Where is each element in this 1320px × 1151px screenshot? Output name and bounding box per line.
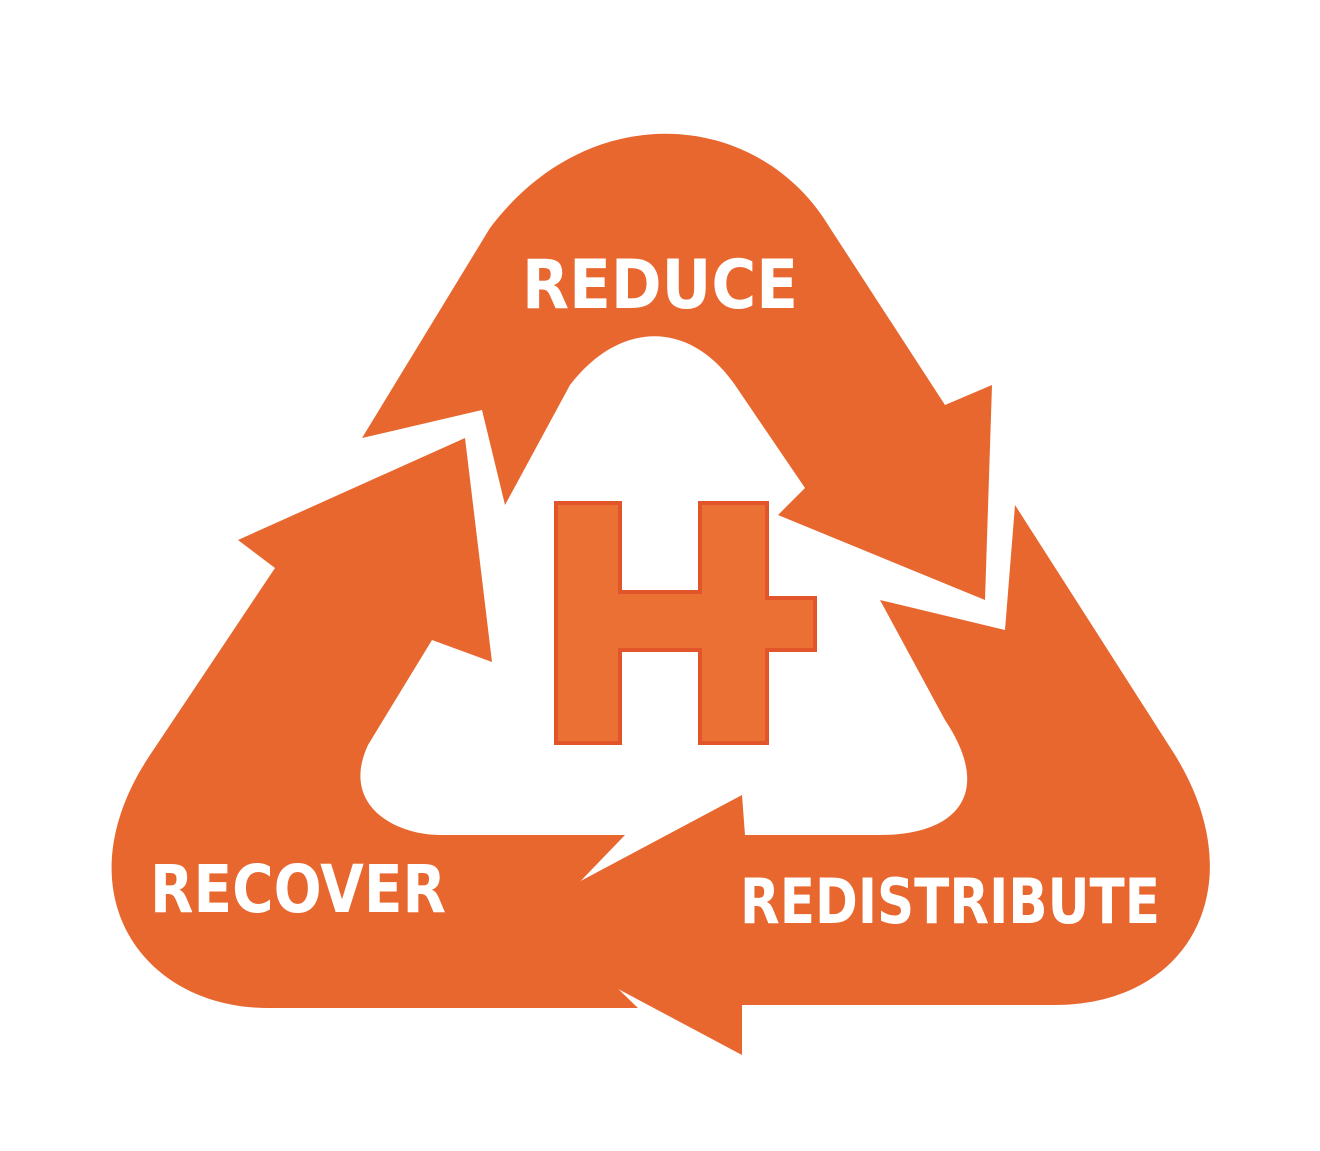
label-redistribute: REDISTRIBUTE	[740, 865, 1160, 938]
label-reduce: REDUCE	[522, 246, 798, 325]
h-letter-icon	[554, 501, 817, 745]
recycling-loop-arrows-icon	[111, 133, 1210, 1055]
right-arrow-redistribute	[498, 505, 1210, 1055]
left-arrow-recover	[111, 438, 638, 1008]
label-recover: RECOVER	[150, 851, 446, 928]
top-arrow-reduce	[362, 133, 992, 600]
center-letter-h: H	[554, 501, 817, 745]
